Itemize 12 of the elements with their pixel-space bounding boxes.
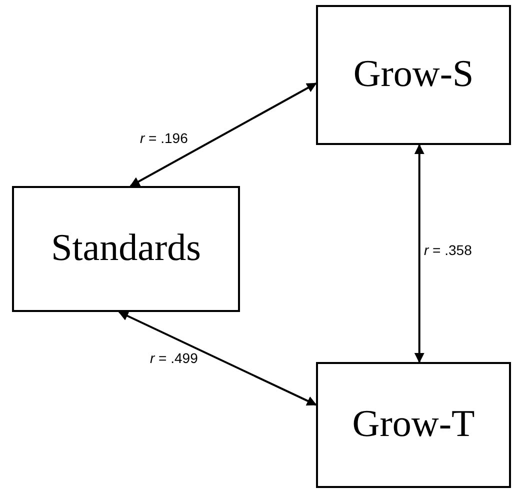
- variable-box: [316, 5, 511, 145]
- double-headed-arrow: [130, 82, 317, 187]
- variable-name: Standards: [51, 226, 201, 272]
- variable-box: [316, 362, 511, 488]
- correlation-label: r = .196: [140, 129, 188, 148]
- correlation-label: r = .499: [150, 349, 198, 368]
- variable-name: Grow-S: [353, 52, 474, 98]
- variable-name: Grow-T: [352, 402, 475, 448]
- variable-box: [12, 186, 240, 312]
- double-headed-arrow: [118, 311, 317, 406]
- double-headed-arrow: [414, 144, 424, 363]
- correlation-label: r = .358: [424, 241, 472, 260]
